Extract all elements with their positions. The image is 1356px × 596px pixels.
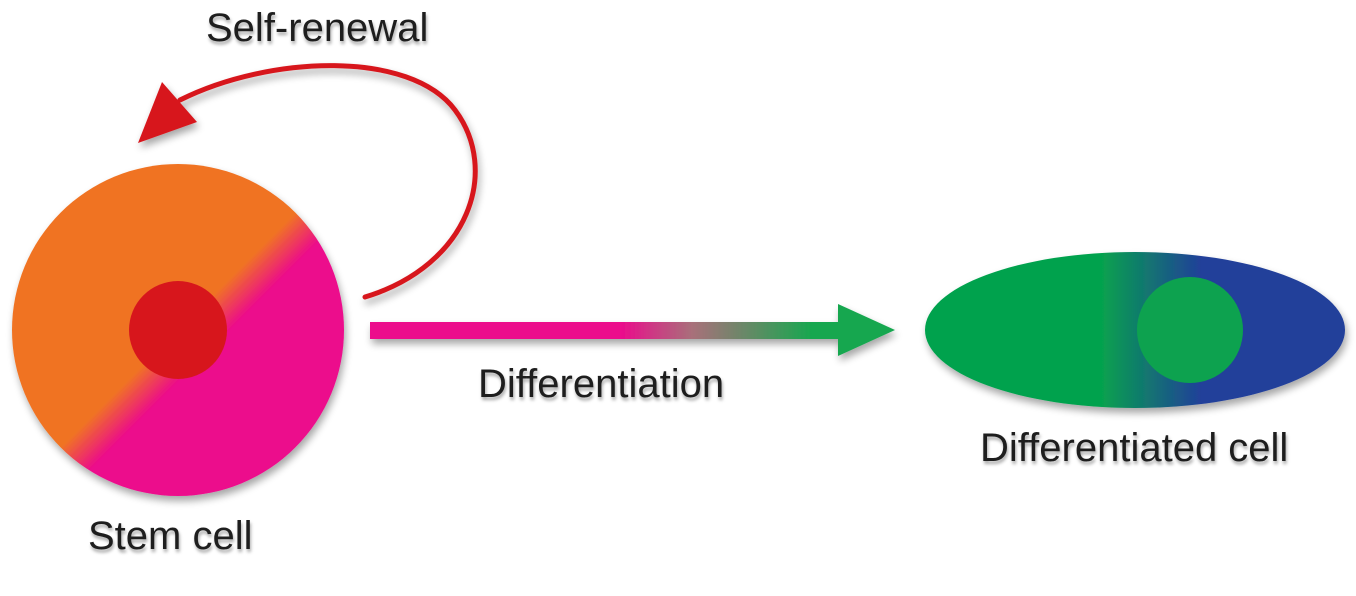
stem-cell-nucleus bbox=[129, 281, 227, 379]
stem-cell bbox=[12, 164, 344, 496]
differentiated-cell-label: Differentiated cell bbox=[980, 426, 1289, 470]
differentiation-arrowhead bbox=[838, 304, 895, 356]
self-renewal-arrow-curve bbox=[177, 63, 478, 300]
self-renewal-arrow bbox=[138, 63, 478, 300]
differentiated-cell-body bbox=[925, 252, 1345, 408]
self-renewal-arrowhead bbox=[138, 82, 197, 143]
differentiated-cell bbox=[925, 252, 1345, 408]
differentiated-cell-nucleus bbox=[1137, 277, 1243, 383]
self-renewal-label: Self-renewal bbox=[206, 6, 429, 50]
stem-cell-label: Stem cell bbox=[88, 514, 253, 558]
differentiation-label: Differentiation bbox=[478, 362, 725, 406]
differentiation-arrow bbox=[370, 304, 895, 356]
differentiation-arrow-shaft bbox=[370, 322, 845, 339]
